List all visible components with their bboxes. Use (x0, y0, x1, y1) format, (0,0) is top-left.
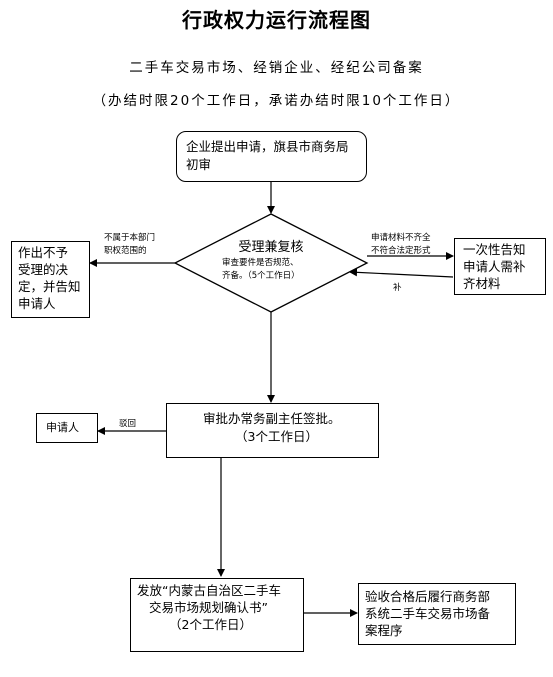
reject-line-1: 作出不予 (18, 245, 69, 260)
issue-line-2: 交易市场规划确认书” (149, 600, 268, 615)
reject-line-3: 定，并告知 (18, 279, 81, 294)
time-limit-note: （办结时限20个工作日，承诺办结时限10个工作日） (92, 93, 461, 109)
issue-box: 发放“内蒙古自治区二手车 交易市场规划确认书” （2个工作日） (130, 578, 304, 652)
final-line-3: 案程序 (365, 623, 403, 638)
label-rejected: 驳回 (119, 419, 137, 429)
review-detail-2: 齐备。（5个工作日） (222, 271, 300, 281)
final-line-1: 验收合格后履行商务部 (365, 589, 491, 604)
supplement-line-3: 齐材料 (463, 276, 501, 291)
page-subtitle: 二手车交易市场、经销企业、经纪公司备案 (129, 60, 424, 76)
supplement-line-1: 一次性告知 (463, 242, 526, 257)
start-line-2: 初审 (186, 157, 212, 172)
label-incomplete-2: 不符合法定形式 (371, 246, 431, 256)
label-not-in-scope-1: 不属于本部门 (104, 233, 156, 243)
approve-line-1: 审批办常务副主任签批。 (203, 411, 341, 426)
final-box: 验收合格后履行商务部 系统二手车交易市场备 案程序 (358, 583, 516, 645)
page-title: 行政权力运行流程图 (182, 8, 371, 32)
review-detail-1: 审查要件是否规范、 (222, 258, 299, 268)
label-incomplete-1: 申请材料不齐全 (371, 233, 431, 243)
applicant-box: 申请人 (36, 413, 98, 443)
final-line-2: 系统二手车交易市场备 (365, 606, 491, 621)
issue-line-3: （2个工作日） (169, 617, 252, 632)
label-not-in-scope-2: 职权范围的 (104, 246, 147, 256)
review-title: 受理兼复核 (238, 240, 304, 255)
label-supplement-back: 补 (393, 283, 402, 293)
issue-line-1: 发放“内蒙古自治区二手车 (137, 583, 281, 598)
reject-line-2: 受理的决 (18, 262, 69, 277)
start-line-1: 企业提出申请，旗县市商务局 (186, 139, 349, 154)
reject-line-4: 申请人 (18, 296, 56, 311)
reject-box: 作出不予 受理的决 定，并告知 申请人 (11, 241, 90, 318)
arrow-supplement-back (349, 268, 454, 278)
supplement-box: 一次性告知 申请人需补 齐材料 (454, 238, 546, 295)
applicant-label: 申请人 (46, 421, 79, 434)
approve-line-2: （3个工作日） (235, 429, 318, 444)
start-box: 企业提出申请，旗县市商务局 初审 (176, 131, 367, 182)
approve-box: 审批办常务副主任签批。 （3个工作日） (166, 403, 379, 458)
supplement-line-2: 申请人需补 (463, 259, 526, 274)
